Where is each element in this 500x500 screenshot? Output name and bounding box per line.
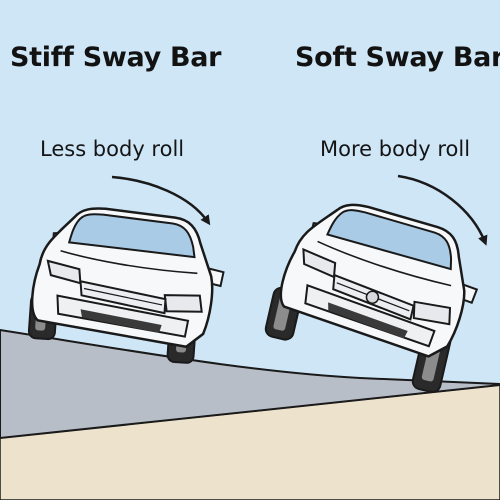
- car-stiff-icon: [27, 207, 225, 364]
- soft-sway-bar-title: Soft Sway Bar: [295, 42, 500, 73]
- arrow-left-icon: [111, 175, 211, 226]
- arrow-right-icon: [397, 174, 488, 246]
- less-body-roll-caption: Less body roll: [40, 137, 185, 161]
- more-body-roll-caption: More body roll: [320, 137, 471, 161]
- stiff-sway-bar-title: Stiff Sway Bar: [10, 42, 222, 73]
- road-surface: [0, 328, 500, 440]
- car-soft-icon: [264, 203, 479, 393]
